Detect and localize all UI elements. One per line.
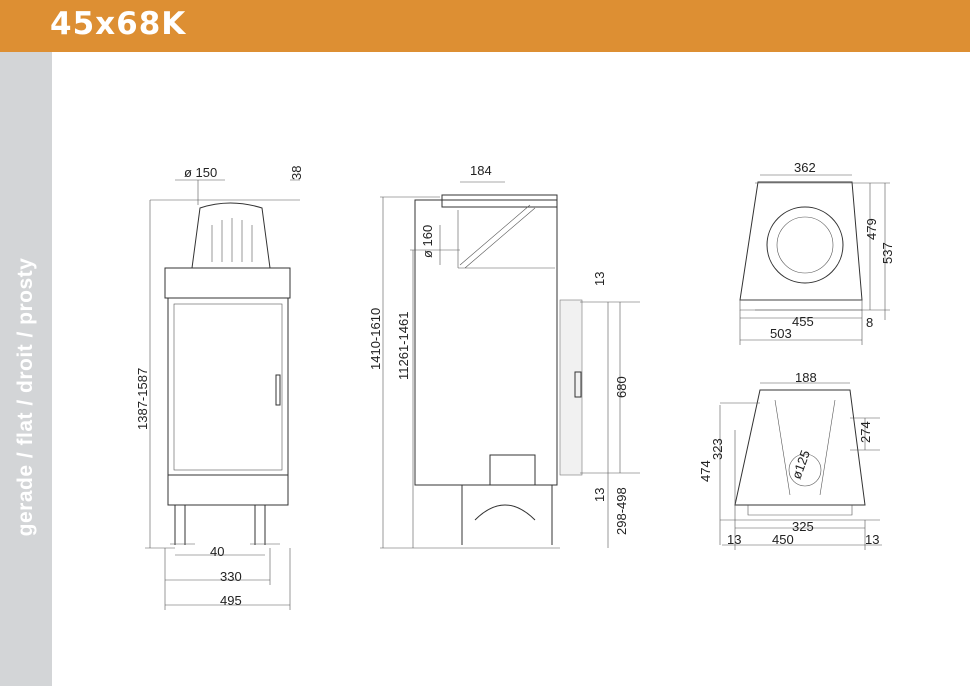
top-inner-width: 455 — [792, 314, 814, 329]
bottom-top-width: 188 — [795, 370, 817, 385]
bottom-inner-depth: 274 — [858, 421, 873, 443]
front-total-width: 495 — [220, 593, 242, 608]
bottom-view: 188 274 323 474 ø125 325 450 13 13 — [698, 370, 882, 550]
front-inner-width: 330 — [220, 569, 242, 584]
top-inner-depth: 479 — [864, 218, 879, 240]
top-total-width: 503 — [770, 326, 792, 341]
model-title: 45x68K — [50, 6, 187, 42]
header-bar: 45x68K — [0, 0, 970, 52]
top-view: 362 479 537 455 8 503 — [739, 160, 895, 345]
side-total-height: 1410-1610 — [368, 308, 383, 370]
top-back-offset: 8 — [866, 315, 873, 330]
top-total-depth: 537 — [880, 242, 895, 264]
bottom-air-diameter: ø125 — [789, 448, 813, 481]
side-door-height: 680 — [614, 376, 629, 398]
side-view: 184 ø 160 1410-1610 11261-1461 13 680 13… — [368, 163, 640, 549]
sidebar: gerade / flat / droit / prosty — [0, 52, 52, 686]
bottom-left-offset: 13 — [727, 532, 741, 547]
front-view: ø 150 38 1387-1587 40 330 495 — [135, 165, 304, 610]
side-base-height: 298-498 — [614, 487, 629, 535]
bottom-total-width: 450 — [772, 532, 794, 547]
bottom-total-depth: 474 — [698, 460, 713, 482]
front-leg-offset: 40 — [210, 544, 224, 559]
side-flue-height: 11261-1461 — [396, 312, 411, 380]
front-height: 1387-1587 — [135, 368, 150, 430]
side-door-top-gap: 13 — [592, 272, 607, 286]
side-flue-diameter: ø 160 — [420, 225, 435, 258]
bottom-inner-width: 325 — [792, 519, 814, 534]
side-door-bottom-gap: 13 — [592, 488, 607, 502]
side-flue-width: 184 — [470, 163, 492, 178]
front-flue-diameter: ø 150 — [184, 165, 217, 180]
top-flue-width: 362 — [794, 160, 816, 175]
front-top-offset: 38 — [289, 166, 304, 180]
bottom-mid-depth: 323 — [710, 438, 725, 460]
bottom-right-offset: 13 — [865, 532, 879, 547]
